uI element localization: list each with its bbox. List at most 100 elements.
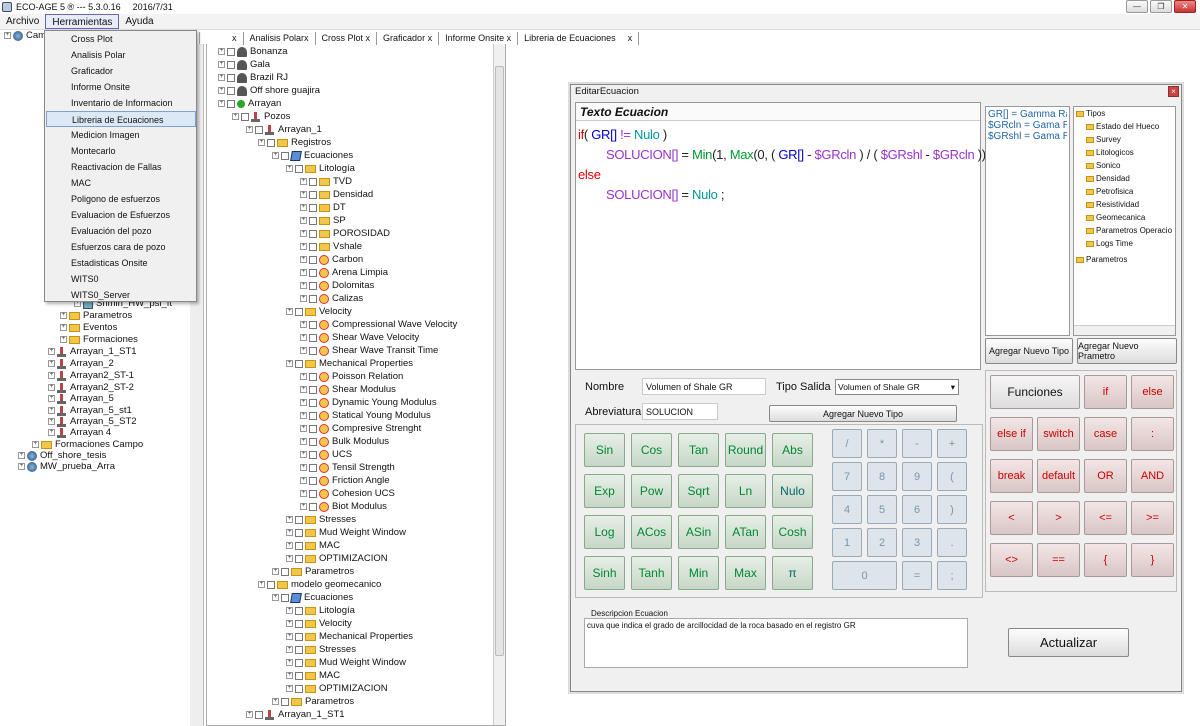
checkbox[interactable]	[309, 268, 317, 277]
fn-round-button[interactable]: Round	[725, 433, 766, 467]
checkbox[interactable]	[309, 385, 317, 394]
menu-item-informe-onsite[interactable]: Informe Onsite	[71, 82, 131, 92]
types-hscroll[interactable]	[1074, 325, 1175, 335]
expand-icon[interactable]: +	[218, 61, 225, 68]
tree-node[interactable]: +Arrayan_1_ST1	[246, 708, 345, 721]
tree-node[interactable]: +OPTIMIZACION	[286, 552, 388, 565]
type-node[interactable]: Tipos	[1076, 109, 1105, 118]
op-button[interactable]: else	[1131, 375, 1174, 409]
checkbox[interactable]	[309, 255, 317, 264]
checkbox[interactable]	[309, 450, 317, 459]
restore-button[interactable]: ❐	[1150, 0, 1172, 13]
numpad-button[interactable]: (	[937, 462, 967, 491]
tab-informe-onsite[interactable]: Informe Onsite x	[439, 32, 519, 45]
tree-node[interactable]: +Ecuaciones	[272, 591, 353, 604]
checkbox[interactable]	[227, 47, 235, 56]
tree-node[interactable]: +Stresses	[286, 643, 356, 656]
checkbox[interactable]	[295, 515, 303, 524]
checkbox[interactable]	[295, 619, 303, 628]
tree-node[interactable]: +Carbon	[300, 253, 363, 266]
fn-max-button[interactable]: Max	[725, 556, 766, 590]
expand-icon[interactable]: +	[300, 321, 307, 328]
tree-node[interactable]: +Off shore guajira	[218, 84, 320, 97]
expand-icon[interactable]: +	[286, 646, 293, 653]
numpad-button[interactable]: 6	[902, 495, 932, 524]
expand-icon[interactable]: +	[60, 336, 67, 343]
nombre-field[interactable]: Volumen of Shale GR	[642, 378, 766, 395]
type-node[interactable]: Logs Time	[1086, 239, 1133, 248]
checkbox[interactable]	[309, 229, 317, 238]
tree-node[interactable]: +Registros	[258, 136, 331, 149]
tree-scroll-thumb[interactable]	[495, 66, 504, 656]
add-param-button[interactable]: Agregar Nuevo Prametro	[1077, 338, 1177, 364]
fn-π-button[interactable]: π	[772, 556, 813, 590]
expand-icon[interactable]: +	[272, 152, 279, 159]
checkbox[interactable]	[309, 463, 317, 472]
tree-node[interactable]: +Velocity	[286, 305, 352, 318]
expand-icon[interactable]: +	[300, 334, 307, 341]
op-button[interactable]: switch	[1037, 417, 1080, 451]
tree-node[interactable]: +Parametros	[272, 695, 354, 708]
checkbox[interactable]	[295, 671, 303, 680]
checkbox[interactable]	[295, 541, 303, 550]
expand-icon[interactable]: +	[4, 32, 11, 39]
expand-icon[interactable]: +	[300, 438, 307, 445]
fn-sqrt-button[interactable]: Sqrt	[678, 474, 719, 508]
numpad-button[interactable]: =	[902, 561, 932, 590]
expand-icon[interactable]: +	[300, 464, 307, 471]
type-node[interactable]: Geomecanica	[1086, 213, 1145, 222]
expand-icon[interactable]: +	[218, 100, 225, 107]
expand-icon[interactable]: +	[48, 418, 55, 425]
checkbox[interactable]	[309, 177, 317, 186]
checkbox[interactable]	[295, 658, 303, 667]
tab-cross-plot[interactable]: Cross Plot x	[316, 32, 378, 45]
menu-item-estadisticas-onsite[interactable]: Estadisticas Onsite	[71, 258, 148, 268]
tab-libreria-close[interactable]: x	[622, 32, 640, 45]
fn-sin-button[interactable]: Sin	[584, 433, 625, 467]
tree-node[interactable]: +Parametros	[60, 309, 132, 322]
tree-node[interactable]: +Mud Weight Window	[286, 526, 406, 539]
checkbox[interactable]	[227, 60, 235, 69]
numpad-button[interactable]: 8	[867, 462, 897, 491]
expand-icon[interactable]: +	[286, 633, 293, 640]
expand-icon[interactable]: +	[286, 516, 293, 523]
tree-node[interactable]: +Formaciones	[60, 333, 138, 346]
checkbox[interactable]	[295, 606, 303, 615]
checkbox[interactable]	[309, 294, 317, 303]
checkbox[interactable]	[309, 346, 317, 355]
expand-icon[interactable]: +	[286, 659, 293, 666]
expand-icon[interactable]: +	[48, 395, 55, 402]
tree-node[interactable]: +Formaciones Campo	[32, 438, 143, 451]
expand-icon[interactable]: +	[272, 698, 279, 705]
minimize-button[interactable]: —	[1126, 0, 1148, 13]
expand-icon[interactable]: +	[286, 308, 293, 315]
expand-icon[interactable]: +	[300, 256, 307, 263]
expand-icon[interactable]: +	[300, 425, 307, 432]
fn-tanh-button[interactable]: Tanh	[631, 556, 672, 590]
expand-icon[interactable]: +	[300, 347, 307, 354]
abreviatura-field[interactable]: SOLUCION	[642, 403, 718, 420]
menu-item-mac[interactable]: MAC	[71, 178, 91, 188]
checkbox[interactable]	[255, 125, 263, 134]
checkbox[interactable]	[281, 593, 289, 602]
tree-node[interactable]: +DT	[300, 201, 346, 214]
tree-node[interactable]: +Poisson Relation	[300, 370, 403, 383]
tree-node[interactable]: +Mechanical Properties	[286, 357, 413, 370]
tree-node[interactable]: +Arrayan2_ST-2	[48, 381, 134, 394]
fn-atan-button[interactable]: ATan	[725, 515, 766, 549]
code-editor[interactable]: Texto Ecuacion if( GR[] != Nulo ) SOLUCI…	[575, 102, 993, 370]
add-type-button-2[interactable]: Agregar Nuevo Tipo	[769, 405, 957, 422]
tree-node[interactable]: +Tensil Strength	[300, 461, 395, 474]
expand-icon[interactable]: +	[48, 429, 55, 436]
tree-scrollbar[interactable]	[493, 44, 505, 725]
op-button[interactable]: {	[1084, 543, 1127, 577]
menu-item-inventario-de-informacion[interactable]: Inventario de Informacion	[71, 98, 173, 108]
menu-item-wits0-server[interactable]: WITS0_Server	[71, 290, 131, 300]
expand-icon[interactable]: +	[300, 373, 307, 380]
expand-icon[interactable]: +	[300, 503, 307, 510]
checkbox[interactable]	[309, 320, 317, 329]
tree-node[interactable]: +Off_shore_tesis	[18, 449, 106, 462]
tree-node[interactable]: +Biot Modulus	[300, 500, 387, 513]
expand-icon[interactable]: +	[48, 407, 55, 414]
